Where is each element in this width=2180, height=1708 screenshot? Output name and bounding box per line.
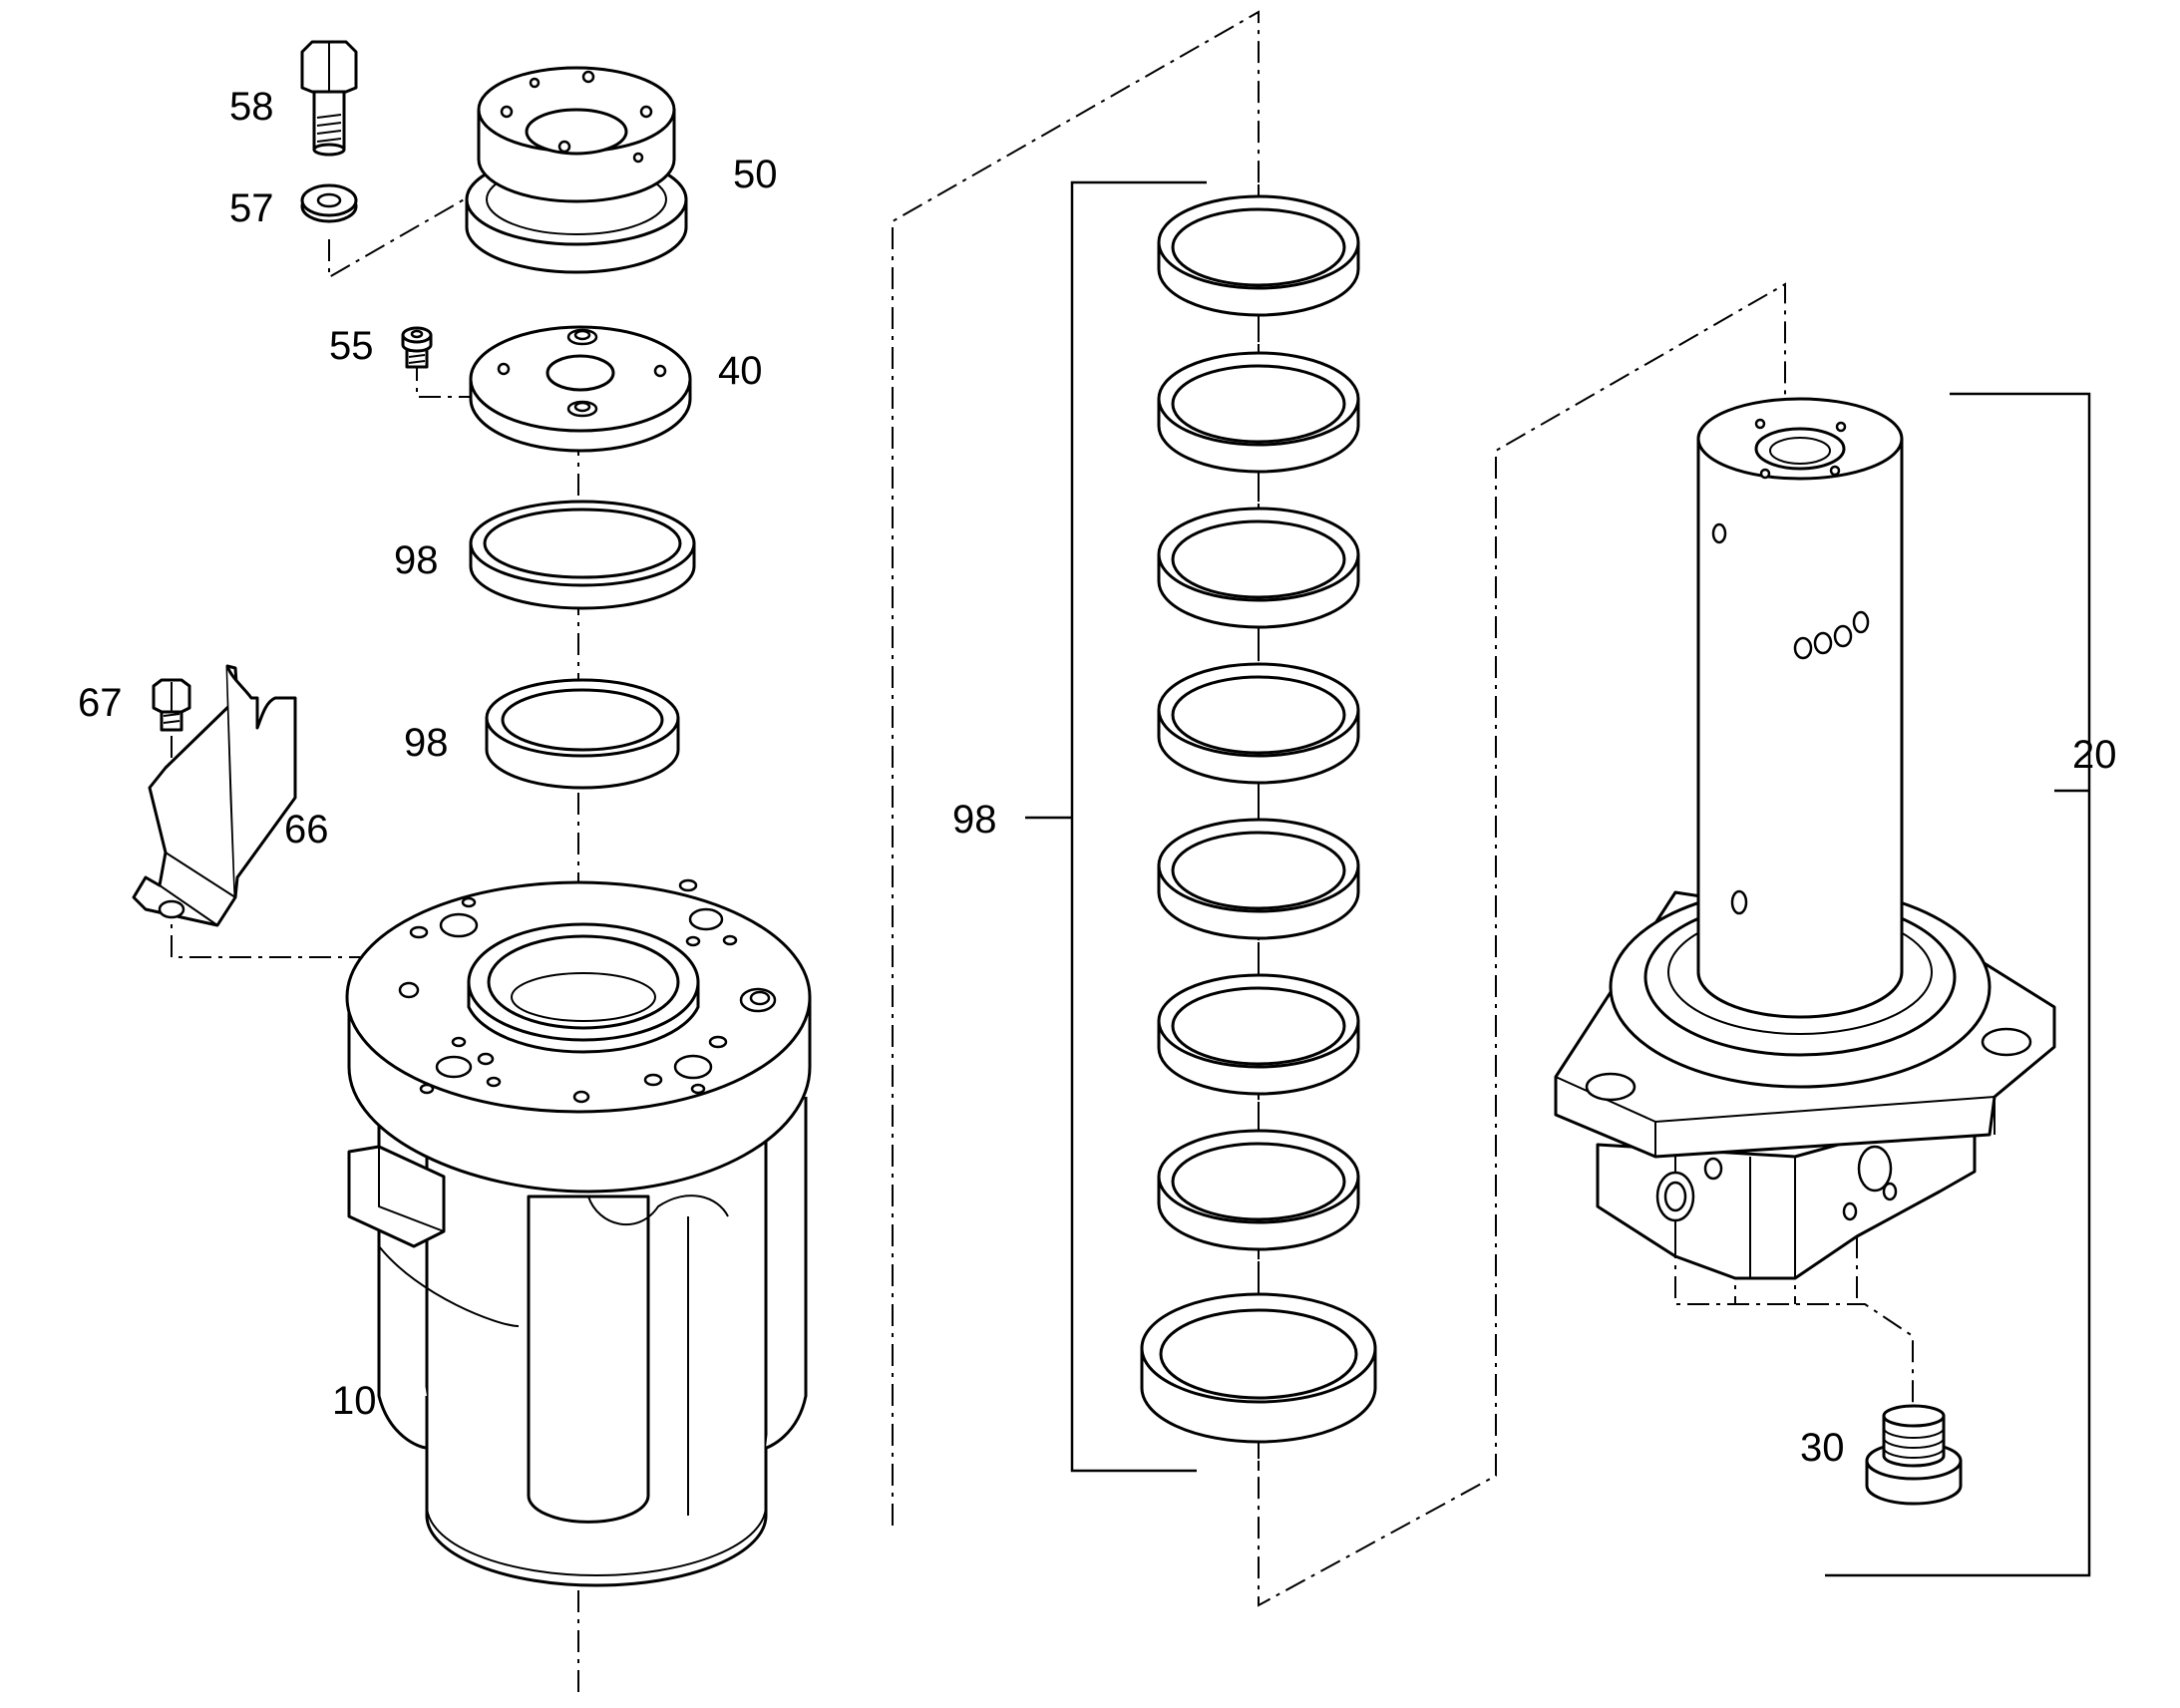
- callout-98-stack: 98: [952, 798, 997, 842]
- cover-cap-50: [465, 66, 688, 274]
- callout-labels: 58 57 50 55 40 98 98 67 66 10 98 20 30: [78, 85, 2117, 1470]
- seal-ring-98-upper: [469, 500, 696, 610]
- stack-ring-8: [1140, 1292, 1377, 1444]
- ring-stack-bracket: [1025, 180, 1207, 1473]
- callout-55: 55: [329, 324, 374, 368]
- stack-ring-5: [1157, 818, 1360, 940]
- stack-ring-7: [1157, 1129, 1360, 1251]
- callout-58: 58: [229, 85, 274, 129]
- stack-ring-4: [1157, 662, 1360, 785]
- callout-98-upper: 98: [394, 538, 439, 582]
- callout-40: 40: [718, 349, 763, 393]
- flange-plate-40: [469, 325, 692, 453]
- callout-10: 10: [332, 1379, 377, 1423]
- callout-30: 30: [1800, 1426, 1845, 1470]
- plug-30: [1865, 1404, 1963, 1506]
- callout-20: 20: [2072, 733, 2117, 777]
- stack-ring-1: [1157, 194, 1360, 317]
- callout-98-lower: 98: [404, 721, 449, 765]
- stack-ring-2: [1157, 351, 1360, 474]
- washer-57: [300, 183, 358, 223]
- stack-ring-6: [1157, 973, 1360, 1096]
- ring-stack-98: [1140, 194, 1377, 1444]
- spindle-assembly-bracket: [1825, 392, 2091, 1577]
- callout-50: 50: [733, 153, 778, 196]
- callout-57: 57: [229, 186, 274, 230]
- screw-55: [401, 326, 433, 369]
- spindle-assembly-20: [1554, 397, 2056, 1280]
- callout-67: 67: [78, 681, 123, 725]
- hex-bolt-58: [300, 40, 358, 157]
- bolt-67: [152, 678, 191, 732]
- bracket-66: [132, 664, 297, 927]
- callout-66: 66: [284, 808, 329, 852]
- stack-ring-3: [1157, 507, 1360, 629]
- housing-10: [345, 878, 812, 1587]
- seal-ring-98-lower: [485, 678, 680, 790]
